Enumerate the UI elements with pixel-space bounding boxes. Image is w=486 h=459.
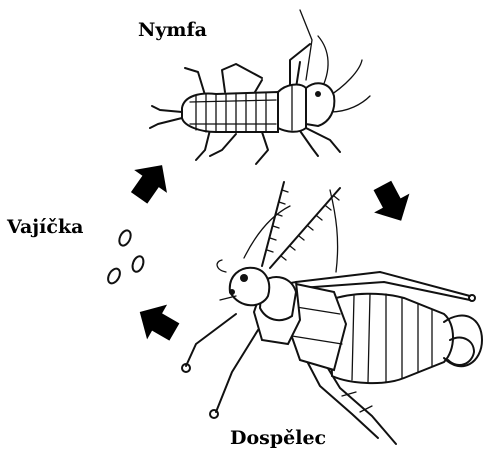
adult-label: Dospělec [230,427,326,449]
arrow-adult-to-eggs [130,295,185,350]
arrow-eggs-to-nymph [123,154,179,210]
nymph-label: Nymfa [138,19,207,41]
eggs-label: Vajíčka [7,216,83,238]
arrow-nymph-to-adult [365,176,419,230]
eggs-illustration [106,229,146,286]
adult-illustration [182,182,482,444]
